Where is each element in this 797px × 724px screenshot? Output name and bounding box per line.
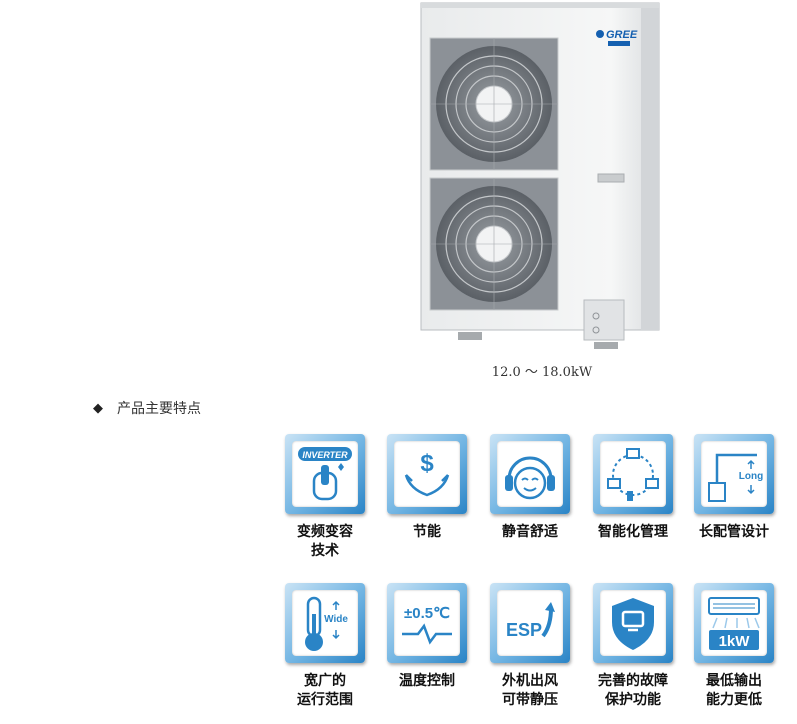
- feature-tile: Wide: [285, 583, 365, 663]
- feature-tile: $: [387, 434, 467, 514]
- shield-icon: [612, 598, 654, 650]
- section-heading: ◆ 产品主要特点: [93, 398, 201, 418]
- feature-label: 节能: [413, 524, 441, 540]
- temperature-wave-icon: ±0.5℃: [402, 605, 452, 645]
- product-image: GREE: [418, 0, 662, 350]
- feature-inverter: INVERTER 变频变容 技术: [277, 434, 373, 561]
- money-hands-icon: $: [404, 450, 450, 497]
- feature-static-pressure: ESP 外机出风 可带静压: [482, 583, 578, 710]
- feature-label: 智能化管理: [598, 524, 668, 540]
- svg-text:$: $: [420, 450, 434, 477]
- thermometer-icon: Wide: [305, 596, 348, 651]
- section-title: 产品主要特点: [117, 401, 201, 417]
- svg-text:INVERTER: INVERTER: [302, 450, 348, 460]
- feature-label: 完善的故障 保护功能: [598, 673, 668, 708]
- svg-text:Wide: Wide: [324, 614, 348, 625]
- brand-logo-text: GREE: [606, 29, 638, 41]
- feature-tile: [490, 434, 570, 514]
- svg-text:±0.5℃: ±0.5℃: [404, 605, 450, 622]
- feature-label: 长配管设计: [699, 524, 769, 540]
- feature-label: 变频变容 技术: [297, 524, 353, 559]
- indoor-unit-icon: 1kW: [708, 597, 760, 650]
- diamond-bullet-icon: ◆: [93, 400, 103, 416]
- svg-text:Long: Long: [739, 471, 763, 482]
- feature-label: 温度控制: [399, 673, 455, 689]
- feature-label: 外机出风 可带静压: [502, 673, 558, 708]
- feature-tile: 1kW: [694, 583, 774, 663]
- feature-label: 静音舒适: [502, 524, 558, 540]
- feature-long-piping: Long 长配管设计: [686, 434, 782, 542]
- feature-energy-saving: $ 节能: [379, 434, 475, 542]
- feature-low-output: 1kW 最低输出 能力更低: [686, 583, 782, 710]
- svg-text:1kW: 1kW: [719, 633, 751, 650]
- network-icon: [607, 448, 659, 501]
- esp-icon: ESP: [506, 602, 555, 640]
- feature-label: 宽广的 运行范围: [297, 673, 353, 708]
- feature-quiet: 静音舒适: [482, 434, 578, 542]
- svg-text:ESP: ESP: [506, 620, 542, 640]
- feature-wide-range: Wide 宽广的 运行范围: [277, 583, 373, 710]
- feature-label: 最低输出 能力更低: [706, 673, 762, 708]
- feature-tile: [593, 583, 673, 663]
- feature-tile: Long: [694, 434, 774, 514]
- feature-tile: [593, 434, 673, 514]
- feature-temperature-control: ±0.5℃ 温度控制: [379, 583, 475, 691]
- capacity-caption: 12.0 ～ 18.0kW: [491, 365, 593, 380]
- feature-tile: ESP: [490, 583, 570, 663]
- inverter-icon: INVERTER: [298, 447, 352, 501]
- long-pipe-icon: Long: [708, 453, 763, 502]
- feature-tile: INVERTER: [285, 434, 365, 514]
- headphones-face-icon: [505, 456, 555, 500]
- feature-tile: ±0.5℃: [387, 583, 467, 663]
- feature-fault-protection: 完善的故障 保护功能: [585, 583, 681, 710]
- feature-smart-management: 智能化管理: [585, 434, 681, 542]
